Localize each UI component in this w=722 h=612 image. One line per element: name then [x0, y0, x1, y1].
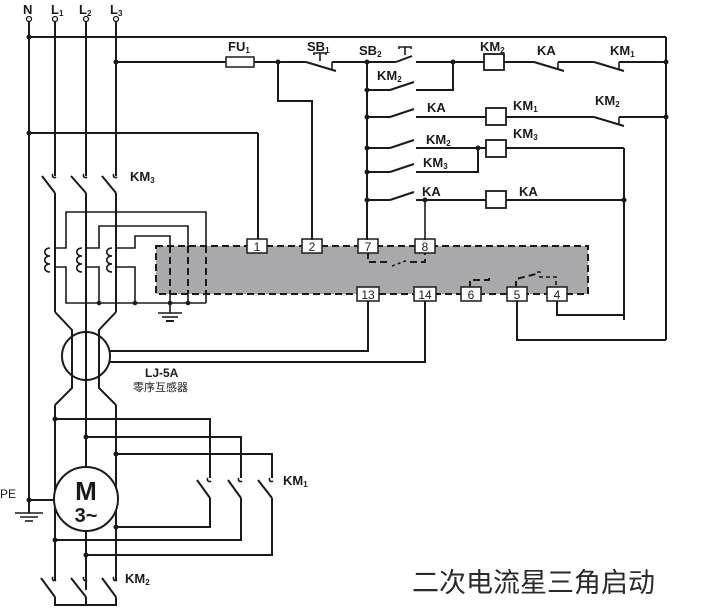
label-ka-nc: KA	[537, 43, 556, 58]
coil-km3	[485, 139, 507, 158]
diagram-title: 二次电流星三角启动	[412, 568, 655, 599]
label-coil-ka: KA	[519, 184, 538, 199]
label-km2-no: KM2	[426, 132, 451, 148]
terminal-13: 13	[361, 288, 375, 302]
motor-section: KM1 M 3~ PE KM2	[0, 416, 308, 606]
label-km1-main: KM1	[283, 473, 308, 489]
label-km3: KM3	[130, 169, 155, 185]
motor-label: M	[75, 476, 97, 506]
terminal-8: 8	[422, 240, 429, 254]
fuse-fu1	[225, 56, 255, 68]
terminal-4: 4	[554, 288, 561, 302]
motor-label-phase: 3~	[75, 505, 98, 527]
label-n: N	[23, 2, 32, 17]
terminals-top: 1 2 7 8	[246, 238, 436, 254]
label-km2-main: KM2	[125, 571, 150, 587]
label-sb1: SB1	[307, 39, 330, 55]
current-transformers	[43, 211, 207, 322]
label-km3-no: KM3	[423, 155, 448, 171]
pushbutton-icon	[313, 52, 327, 61]
zero-sequence-transformer: LJ-5A 零序互感器	[54, 311, 188, 580]
coil-km2	[483, 53, 505, 71]
label-coil-km2: KM2	[480, 39, 505, 55]
label-km2-hold: KM2	[377, 68, 402, 84]
label-pe: PE	[0, 487, 16, 501]
terminal-1: 1	[254, 240, 261, 254]
label-sb2: SB2	[359, 43, 382, 59]
label-l1: L1	[51, 2, 64, 18]
supply-lines: N L1 L2 L3	[23, 2, 666, 510]
coil-km1	[485, 107, 507, 126]
terminal-5: 5	[514, 288, 521, 302]
label-coil-km1: KM1	[513, 98, 538, 114]
transformer-model: LJ-5A	[145, 366, 179, 380]
motor-protector-module	[155, 245, 589, 295]
pushbutton-icon	[398, 46, 412, 55]
label-ka-no: KA	[427, 100, 446, 115]
label-l3: L3	[110, 2, 123, 18]
control-circuit: FU1 SB1 SB2 KM2 KM2 KA KM1	[110, 37, 669, 363]
label-km1-nc: KM1	[610, 43, 635, 59]
coil-ka	[485, 190, 507, 209]
label-km2-nc: KM2	[595, 93, 620, 109]
label-fu1: FU1	[228, 39, 250, 55]
terminal-14: 14	[418, 288, 432, 302]
transformer-desc: 零序互感器	[133, 380, 188, 394]
terminal-7: 7	[365, 240, 372, 254]
label-l2: L2	[79, 2, 92, 18]
label-ka-no2: KA	[422, 184, 441, 199]
label-coil-km3: KM3	[513, 126, 538, 142]
terminal-6: 6	[468, 288, 475, 302]
terminal-2: 2	[309, 240, 316, 254]
terminals-bottom: 13 14 6 5 4	[356, 286, 568, 302]
